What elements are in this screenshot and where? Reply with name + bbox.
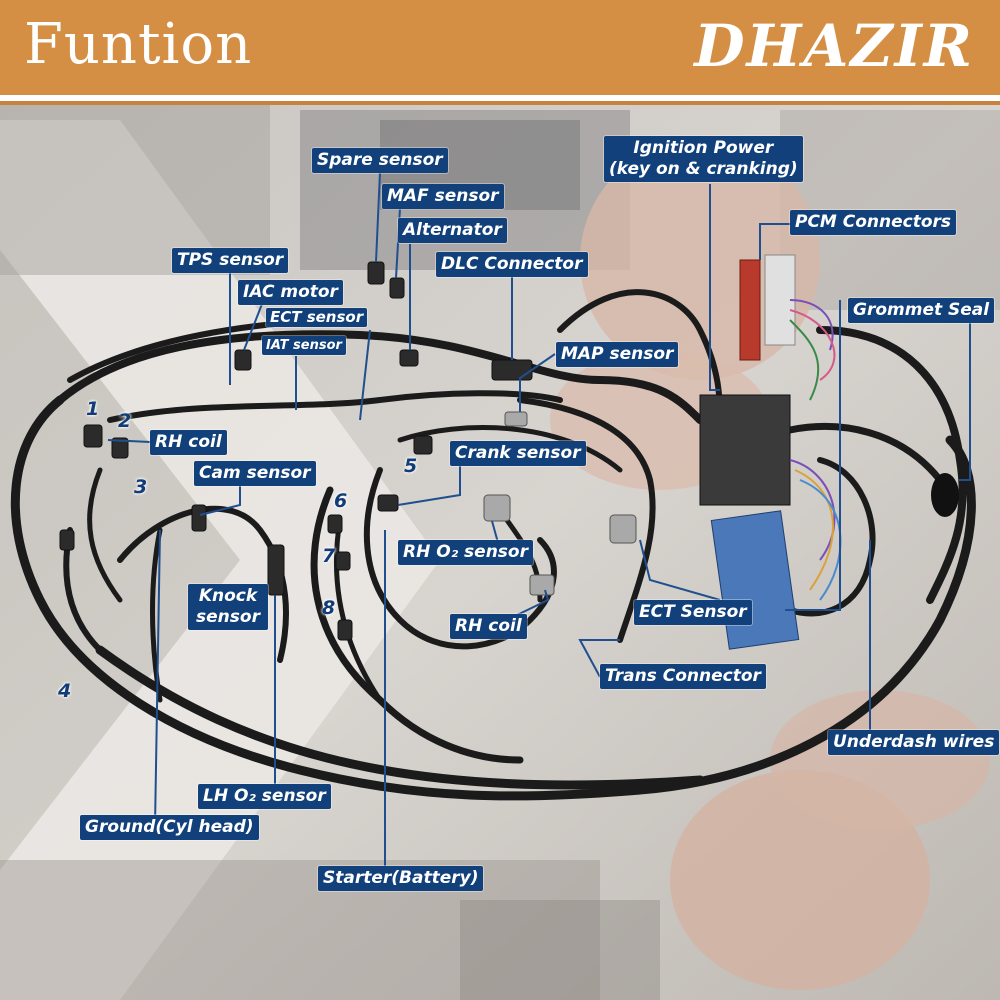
label-underdash-wires: Underdash wires (828, 730, 1000, 755)
cylinder-number-1: 1 (86, 398, 100, 420)
header-divider-accent (0, 101, 1000, 105)
harness-bottom-trunk (95, 645, 705, 790)
grommet-seal-part (931, 473, 959, 517)
header-bar: Funtion DHAZIR (0, 0, 1000, 95)
cylinder-number-5: 5 (404, 455, 418, 477)
label-alternator: Alternator (398, 218, 507, 243)
maf-sensor-connector (389, 277, 405, 299)
label-spare-sensor: Spare sensor (312, 148, 448, 173)
coil-connector-2 (111, 437, 129, 459)
label-lh-o2-sensor: LH O₂ sensor (198, 784, 331, 809)
label-ground-cyl-head: Ground(Cyl head) (80, 815, 259, 840)
trans-connector (609, 514, 637, 544)
knock-sensor-connector (191, 504, 207, 532)
cylinder-number-6: 6 (334, 490, 348, 512)
coil-connector-5 (413, 435, 433, 455)
label-crank-sensor: Crank sensor (450, 441, 586, 466)
label-trans-connector: Trans Connector (600, 664, 766, 689)
label-maf-sensor: MAF sensor (382, 184, 504, 209)
label-ignition-power: Ignition Power (key on & cranking) (604, 136, 803, 182)
header-divider (0, 95, 1000, 101)
label-rh-o2-sensor: RH O₂ sensor (398, 540, 533, 565)
label-tps-sensor: TPS sensor (172, 248, 289, 273)
label-dlc-connector: DLC Connector (436, 252, 588, 277)
label-starter-battery: Starter(Battery) (318, 866, 484, 891)
rh-o2-sensor-connector (483, 494, 511, 522)
rh-coil-connector (529, 574, 555, 596)
label-cam-sensor: Cam sensor (194, 461, 316, 486)
map-sensor-connector (504, 411, 528, 427)
crank-sensor-connector (377, 494, 399, 512)
cylinder-number-8: 8 (322, 597, 336, 619)
label-iat-sensor: IAT sensor (262, 336, 346, 355)
label-ignition-power-line1: Ignition Power (633, 138, 774, 158)
label-map-sensor: MAP sensor (556, 342, 679, 367)
cylinder-number-2: 2 (118, 410, 132, 432)
coil-connector-7 (335, 551, 351, 571)
label-ect-sensor-bottom: ECT Sensor (634, 600, 752, 625)
label-pcm-connectors: PCM Connectors (790, 210, 957, 235)
label-rh-coil-bottom: RH coil (450, 614, 527, 639)
spare-sensor-connector (367, 261, 385, 285)
iac-motor-connector (234, 349, 252, 371)
label-grommet-seal: Grommet Seal (848, 298, 995, 323)
label-iac-motor: IAC motor (238, 280, 343, 305)
label-ignition-power-line2: (key on & cranking) (609, 159, 798, 179)
coil-connector-6 (327, 514, 343, 534)
harness-top-bundle (56, 330, 704, 424)
label-knock-sensor-line2: sensor (196, 607, 260, 627)
label-knock-sensor: Knock sensor (188, 584, 268, 630)
alternator-connector (399, 349, 419, 367)
cylinder-number-7: 7 (322, 545, 336, 567)
label-knock-sensor-line1: Knock (198, 586, 258, 606)
label-rh-coil-top: RH coil (150, 430, 227, 455)
dlc-connector (491, 359, 533, 381)
pcm-unit (699, 254, 800, 650)
coil-connector-4 (59, 529, 75, 551)
page-title: Funtion (24, 12, 253, 77)
label-ect-sensor-top: ECT sensor (266, 308, 368, 327)
cam-sensor-connector (267, 544, 285, 596)
coil-connector-1 (83, 424, 103, 448)
harness-main-loop (10, 395, 976, 801)
cylinder-number-3: 3 (134, 476, 148, 498)
coil-connector-8 (337, 619, 353, 641)
brand-logo: DHAZIR (694, 12, 974, 80)
cylinder-number-4: 4 (58, 680, 72, 702)
